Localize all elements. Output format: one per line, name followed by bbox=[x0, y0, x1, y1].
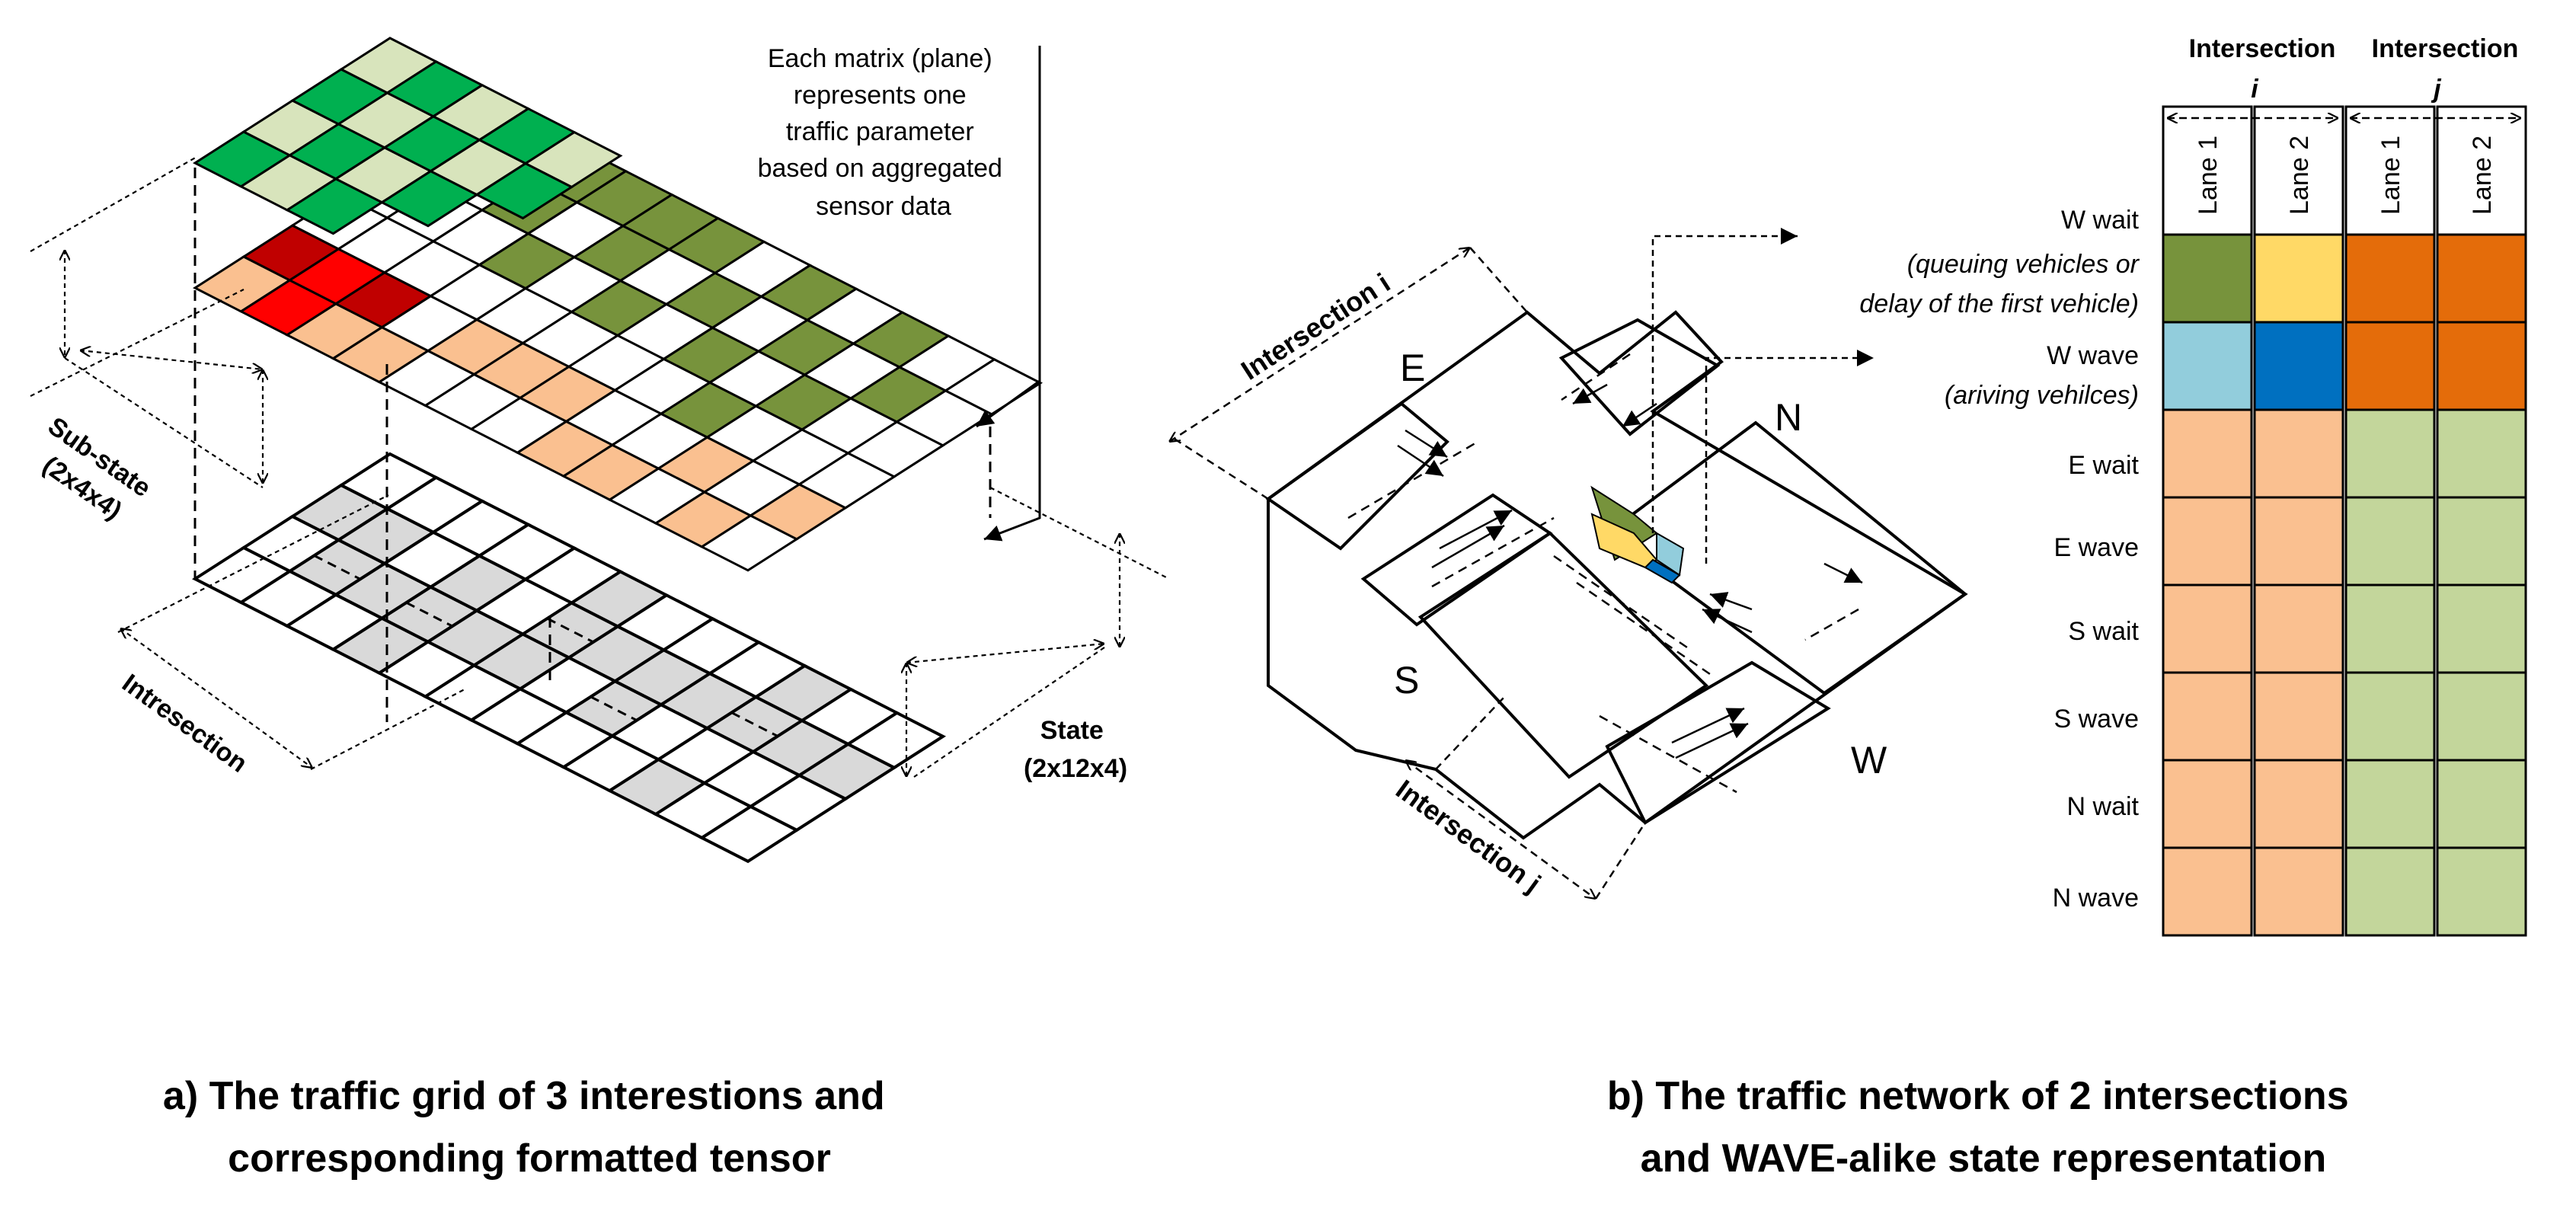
state-cell bbox=[2344, 759, 2436, 849]
annotation-text: Each matrix (plane) represents one traff… bbox=[758, 44, 1010, 221]
caption-b: b) The traffic network of 2 intersection… bbox=[1607, 1074, 2360, 1181]
row-label: N wait bbox=[2067, 792, 2140, 821]
direction-e: E bbox=[1400, 347, 1425, 389]
row-label: E wait bbox=[2068, 451, 2139, 480]
lane-dash bbox=[313, 555, 361, 580]
lane-header-label: Lane 2 bbox=[2285, 136, 2314, 215]
state-cell bbox=[2162, 846, 2253, 937]
state-cell bbox=[2253, 408, 2344, 499]
row-label: W wait bbox=[2061, 206, 2140, 235]
state-cell bbox=[2253, 233, 2344, 324]
state-cell bbox=[2162, 583, 2253, 674]
state-cell bbox=[2253, 583, 2344, 674]
state-cell bbox=[2162, 321, 2253, 411]
row-label: S wait bbox=[2068, 617, 2139, 646]
state-cell bbox=[2436, 233, 2527, 324]
state-cell bbox=[2162, 408, 2253, 499]
table-pointers bbox=[1651, 228, 1874, 564]
grid-cell bbox=[845, 711, 947, 770]
panel-a: Each matrix (plane) represents one traff… bbox=[23, 37, 1170, 1181]
state-cell bbox=[2344, 496, 2436, 587]
state-cell bbox=[2344, 846, 2436, 937]
plane-connectors bbox=[193, 168, 992, 722]
state-cell bbox=[2436, 408, 2527, 499]
state-cell bbox=[2344, 321, 2436, 411]
group-header-sub: i bbox=[2251, 75, 2259, 104]
block-center-b bbox=[1417, 531, 1709, 779]
state-cell bbox=[2162, 496, 2253, 587]
lane-dashes bbox=[1347, 353, 1859, 794]
state-cell bbox=[2436, 671, 2527, 762]
row-label: E wave bbox=[2054, 533, 2140, 562]
sensor-cells bbox=[1590, 485, 1685, 584]
row-note: (queuing vehicles or bbox=[1907, 250, 2140, 279]
state-table: Lane 1 Lane 2 Lane 1 Lane 2 Intersection i Int… bbox=[1859, 34, 2527, 937]
lane-header-label: Lane 1 bbox=[2376, 136, 2405, 215]
group-header-title: Intersection bbox=[2372, 34, 2519, 63]
row-note: delay of the first vehicle) bbox=[1859, 289, 2139, 318]
intersection-dimension bbox=[117, 494, 465, 770]
lane-dash bbox=[546, 617, 594, 644]
state-cell bbox=[2436, 846, 2527, 937]
intersection-j-dimension bbox=[1405, 696, 1647, 899]
road-lane-dashes bbox=[313, 555, 778, 737]
state-cell bbox=[2162, 759, 2253, 849]
road-grid-plane bbox=[191, 452, 947, 864]
lane-arrows bbox=[1397, 383, 1863, 759]
state-cell bbox=[2344, 233, 2436, 324]
state-cell bbox=[2436, 583, 2527, 674]
lane-header-label: Lane 2 bbox=[2468, 136, 2497, 215]
lane-dash bbox=[405, 601, 453, 628]
block-south bbox=[1605, 660, 1831, 825]
block-north bbox=[1558, 318, 1721, 436]
substate-dimension bbox=[30, 155, 263, 488]
block-right bbox=[1604, 420, 1968, 695]
state-cell bbox=[2253, 496, 2344, 587]
group-header-sub: j bbox=[2431, 75, 2442, 104]
state-cell bbox=[2344, 671, 2436, 762]
state-cell bbox=[2344, 583, 2436, 674]
direction-s: S bbox=[1394, 659, 1419, 702]
tensor-plane-3 bbox=[192, 37, 623, 235]
state-cell bbox=[2253, 671, 2344, 762]
state-cell bbox=[2253, 846, 2344, 937]
state-cell bbox=[2162, 233, 2253, 324]
group-header-title: Intersection bbox=[2189, 34, 2336, 63]
substate-label: Sub-state (2x4x4) bbox=[23, 411, 162, 535]
state-cell bbox=[2253, 321, 2344, 411]
lane-dash bbox=[590, 695, 638, 722]
panel-b: Intersection i Intersection j E N S W La… bbox=[1169, 34, 2527, 1181]
grid-cell bbox=[523, 130, 623, 189]
state-cell bbox=[2253, 759, 2344, 849]
row-label: S wave bbox=[2054, 705, 2140, 734]
direction-w: W bbox=[1851, 739, 1887, 782]
annotation-leader bbox=[976, 46, 1041, 542]
state-cell bbox=[2436, 759, 2527, 849]
block-center-a bbox=[1360, 493, 1553, 627]
state-cell bbox=[2436, 496, 2527, 587]
intersection-label: Intresection bbox=[117, 669, 252, 778]
intersection-i-label: Intersection i bbox=[1235, 267, 1395, 385]
row-label: N wave bbox=[2053, 884, 2139, 913]
direction-n: N bbox=[1775, 396, 1802, 439]
state-cell bbox=[2162, 671, 2253, 762]
state-cell bbox=[2436, 321, 2527, 411]
road-block-outer bbox=[1267, 310, 1968, 840]
row-note: (ariving vehilces) bbox=[1945, 381, 2139, 410]
lane-header-cell bbox=[2436, 105, 2527, 236]
lane-header-cell bbox=[2162, 105, 2253, 236]
row-label: W wave bbox=[2047, 341, 2139, 370]
caption-a: a) The traffic grid of 3 interestions an… bbox=[163, 1074, 896, 1181]
intersection-i-dimension bbox=[1169, 248, 1528, 500]
lane-dash bbox=[730, 711, 778, 737]
lane-header-label: Lane 1 bbox=[2194, 136, 2223, 215]
state-cell bbox=[2344, 408, 2436, 499]
sensor-cell-lightblue bbox=[1656, 532, 1685, 577]
state-label: State (2x12x4) bbox=[1024, 716, 1127, 783]
state-dimension bbox=[906, 487, 1170, 778]
